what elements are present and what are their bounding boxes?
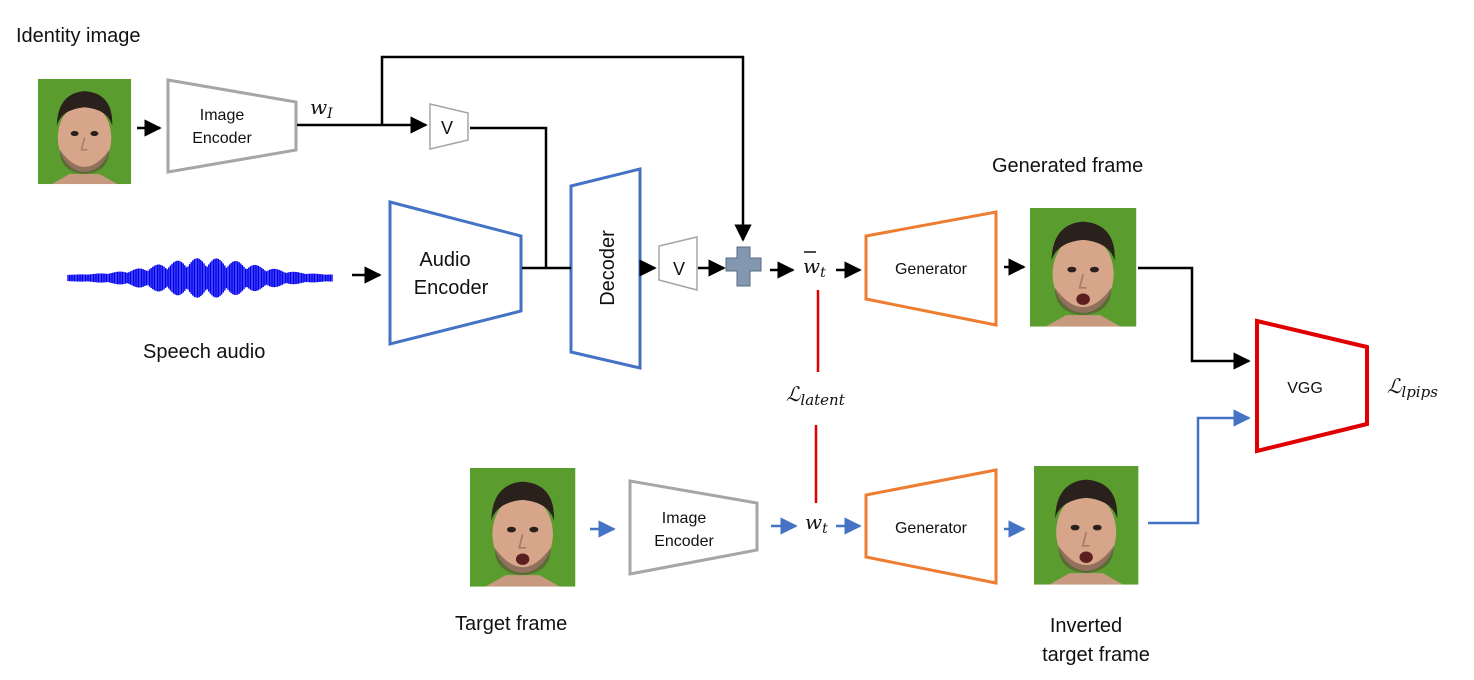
decoder-label: Decoder [597, 230, 619, 306]
decoder-block [569, 167, 642, 370]
inverted-frame-label-line1: Inverted [1050, 615, 1122, 637]
vgg-label: VGG [1287, 380, 1323, 397]
v-mid-block [658, 236, 698, 291]
connector-v-to-decoder [470, 126, 548, 268]
audio-encoder-line1: Audio [419, 249, 470, 271]
image-encoder-top-line2: Encoder [192, 130, 252, 147]
vgg-block [1255, 318, 1369, 454]
v-mid-label: V [673, 259, 685, 279]
identity-face-image [37, 78, 132, 185]
audio-encoder-line2: Encoder [414, 277, 489, 299]
identity-image-label: Identity image [16, 25, 141, 47]
generated-face-image [1030, 208, 1136, 327]
latent-loss-symbol: ℒlatent [786, 382, 846, 409]
generator-bottom-block [864, 468, 998, 585]
image-encoder-top-line1: Image [200, 107, 245, 124]
image-encoder-bottom-block [628, 479, 759, 576]
inverted-face-image [1034, 466, 1138, 585]
svg-text:wt: wt [803, 254, 826, 281]
v-top-label: V [441, 118, 453, 138]
lpips-loss-symbol: ℒlpips [1387, 374, 1438, 401]
generator-top-block [864, 210, 998, 327]
speech-audio-waveform [67, 258, 333, 298]
target-frame-label: Target frame [455, 613, 567, 635]
arrow-generated-frame-to-vgg [1138, 266, 1251, 370]
add-operation-icon [725, 246, 762, 287]
arrow-inverted-frame-to-vgg [1148, 409, 1251, 525]
skip-connection-w-i-to-add [380, 55, 752, 242]
image-encoder-top-block [166, 78, 298, 174]
speech-audio-label: Speech audio [143, 341, 265, 363]
audio-encoder-block [388, 200, 523, 346]
target-face-image [470, 468, 575, 587]
generator-bottom-label: Generator [895, 520, 968, 537]
image-encoder-bottom-line1: Image [662, 510, 707, 527]
w-i-symbol: wI [310, 95, 333, 122]
w-bar-t-symbol: wt [803, 251, 826, 281]
generated-frame-label: Generated frame [992, 155, 1143, 177]
image-encoder-bottom-line2: Encoder [654, 533, 714, 550]
w-t-symbol: wt [805, 510, 828, 537]
v-top-block [429, 103, 469, 150]
generator-top-label: Generator [895, 261, 968, 278]
inverted-frame-label-line2: target frame [1042, 644, 1150, 666]
